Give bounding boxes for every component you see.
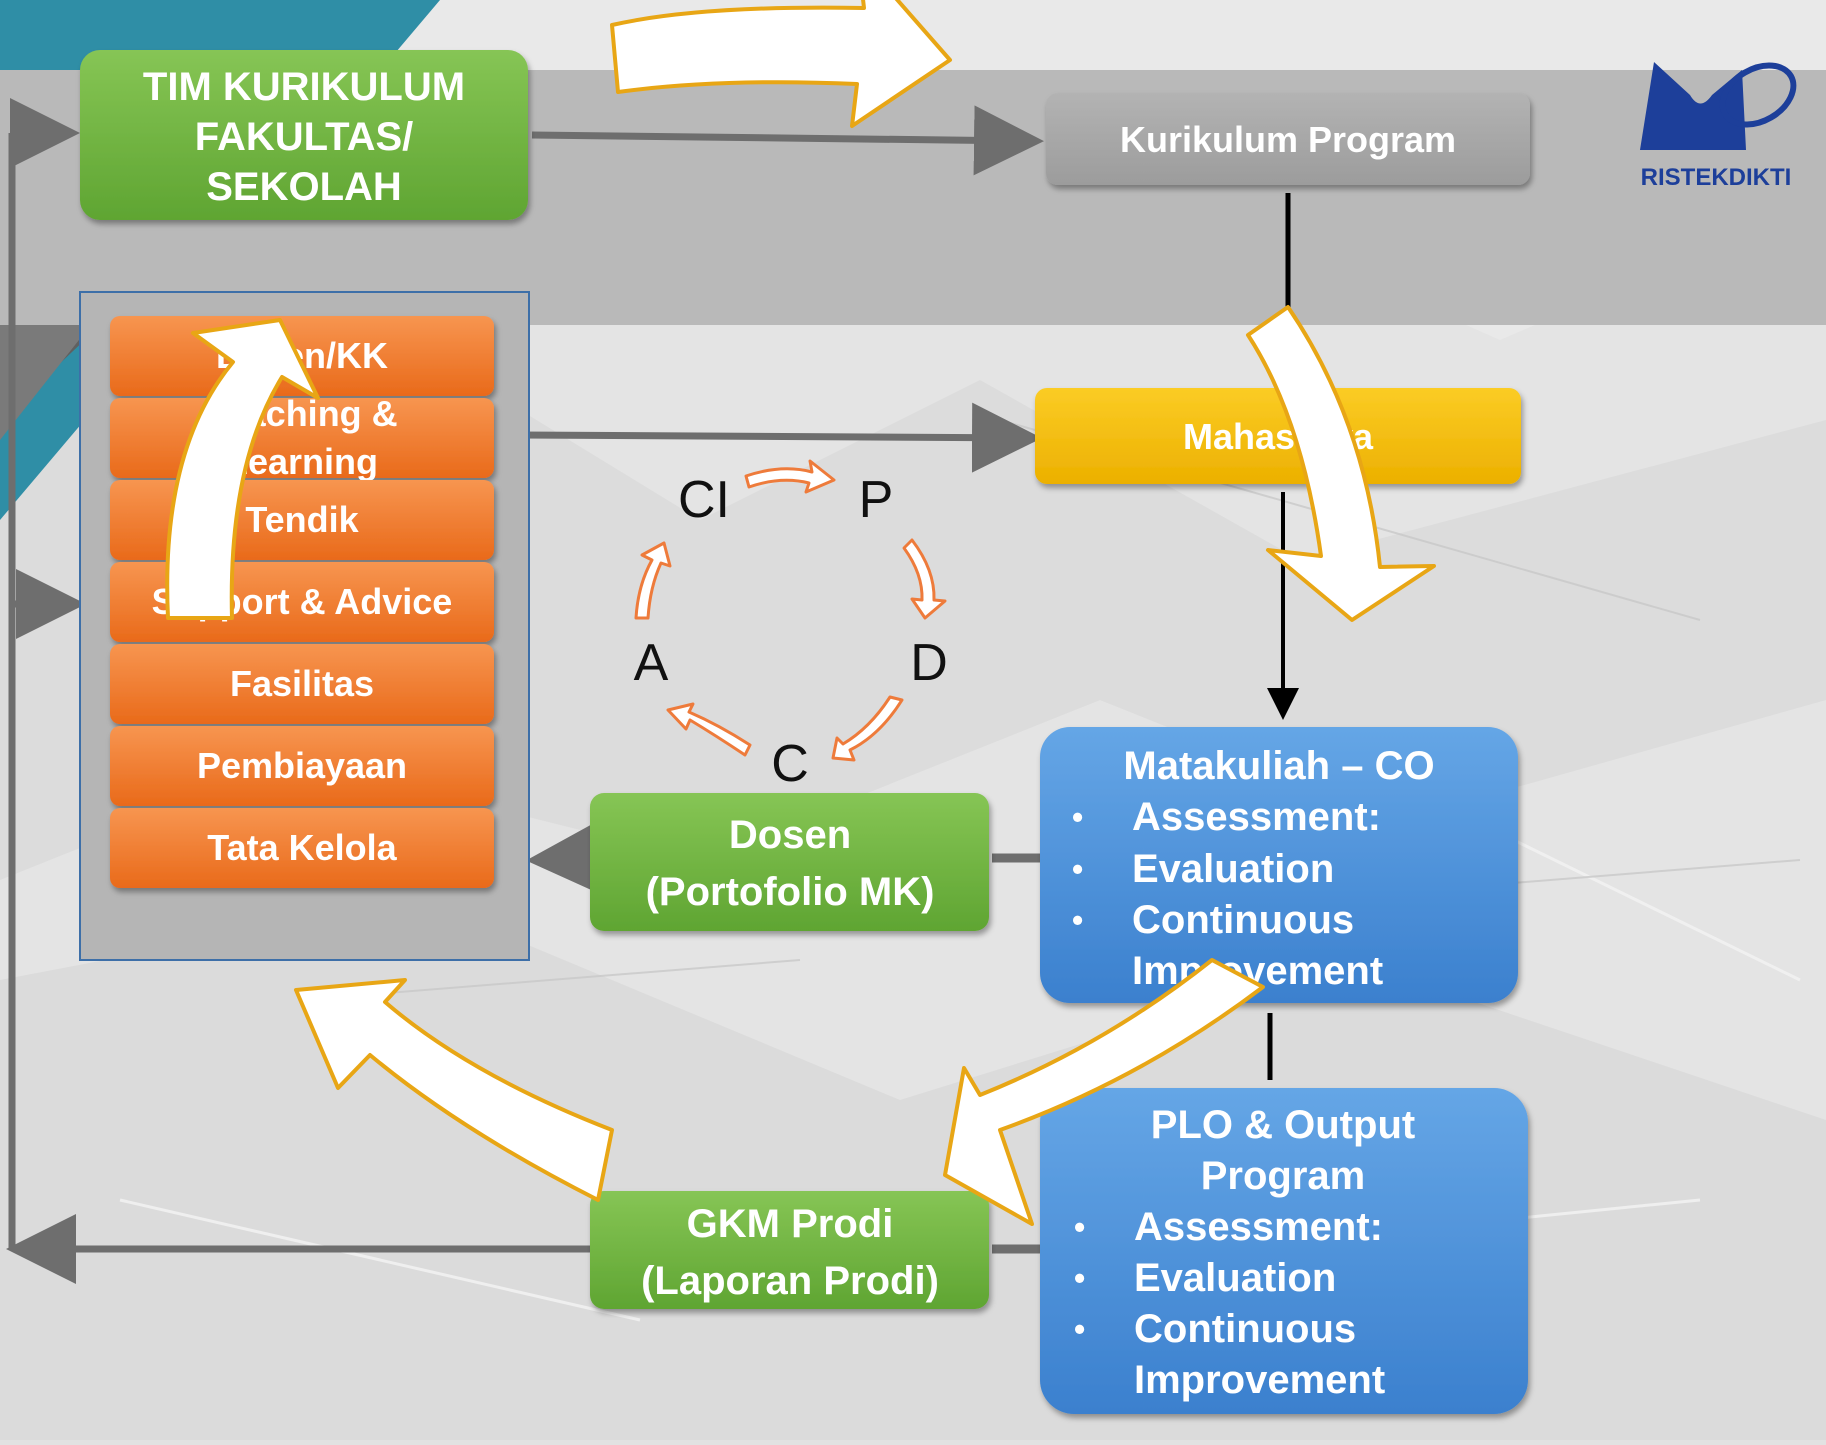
big-arrow-right-down-icon — [1246, 305, 1436, 622]
big-arrow-bottom-up-icon — [294, 978, 614, 1202]
pdca-a-label: A — [634, 634, 669, 692]
gkm-prodi-line-1: GKM Prodi — [687, 1202, 894, 1246]
matakuliah-co-item-3: Continuous — [1132, 898, 1354, 942]
tim-kurikulum-line-2: FAKULTAS/ — [195, 115, 414, 159]
pdca-c-label: C — [771, 735, 809, 793]
dosen-portofolio-line-2: (Portofolio MK) — [646, 870, 935, 914]
resource-item-box — [110, 726, 494, 806]
connectors — [6, 105, 1299, 1284]
tim-kurikulum-line-3: SEKOLAH — [206, 165, 402, 209]
matakuliah-co-title: Matakuliah – CO — [1123, 744, 1434, 788]
logo-emblem-icon — [1640, 62, 1746, 150]
pdca-d-label: D — [910, 634, 948, 692]
plo-output-continuation: Improvement — [1134, 1358, 1385, 1402]
matakuliah-co-bullet-2: • — [1072, 851, 1083, 887]
resource-item-pembiayaan: Pembiayaan — [110, 726, 494, 806]
pdca-arrow-d-c — [831, 695, 904, 762]
pdca-arrow-ci-p — [744, 459, 836, 494]
big-arrow-top-icon — [610, 0, 952, 128]
tim-kurikulum-box — [80, 50, 528, 220]
plo-output-item-1: Assessment: — [1134, 1205, 1383, 1249]
resource-item-label: Tata Kelola — [207, 827, 397, 868]
plo-output-title-1: PLO & Output — [1151, 1103, 1415, 1147]
pdca-arrow-p-d — [902, 538, 947, 620]
plo-output-bullet-2: • — [1074, 1260, 1085, 1296]
resource-item-label: Tendik — [245, 499, 359, 540]
plo-output-bullet-3: • — [1074, 1311, 1085, 1347]
resource-item-tata-kelola: Tata Kelola — [110, 808, 494, 888]
matakuliah-co-bullet-3: • — [1072, 902, 1083, 938]
resource-item-box — [110, 644, 494, 724]
matakuliah-co-box — [1040, 727, 1518, 1003]
gkm-prodi-box — [590, 1191, 989, 1309]
resource-item-label: Fasilitas — [230, 663, 374, 704]
plo-output-bullet-1: • — [1074, 1209, 1085, 1245]
kurikulum-program-box — [1046, 93, 1530, 185]
feedback-line — [8, 98, 86, 1250]
big-arrow-center-down-icon — [943, 958, 1265, 1226]
tim-kurikulum-line-1: TIM KURIKULUM — [143, 65, 465, 109]
matakuliah-co-bullet-1: • — [1072, 799, 1083, 835]
dosen-portofolio-box — [590, 793, 989, 931]
plo-output-item-2: Evaluation — [1134, 1256, 1336, 1300]
big-arrow-left-up-icon — [165, 318, 320, 620]
matakuliah-co-item-1: Assessment: — [1132, 795, 1381, 839]
resource-item-fasilitas: Fasilitas — [110, 644, 494, 724]
matakuliah-co-item-2: Evaluation — [1132, 847, 1334, 891]
plo-output-box — [1040, 1088, 1528, 1414]
logo-text: RISTEKDIKTI — [1641, 164, 1792, 191]
pdca-arrow-a-ci — [634, 541, 672, 620]
pdca-arrow-c-a — [666, 702, 752, 757]
logo-orbit-icon — [1719, 62, 1797, 128]
resource-item-label: Pembiayaan — [197, 745, 407, 786]
plo-output-title-2: Program — [1201, 1154, 1366, 1198]
resource-item-teaching-learning: Teaching &Learning — [110, 393, 494, 482]
pdca-cycle: CI P D C A — [634, 459, 948, 793]
mahasiswa-box — [1035, 388, 1521, 484]
gkm-prodi-line-2: (Laporan Prodi) — [641, 1259, 939, 1303]
pdca-ci-label: CI — [678, 471, 730, 529]
resource-item-box — [110, 808, 494, 888]
kurikulum-program-label: Kurikulum Program — [1120, 119, 1456, 160]
pdca-p-label: P — [859, 471, 894, 529]
dosen-portofolio-line-1: Dosen — [729, 813, 851, 857]
plo-output-item-3: Continuous — [1134, 1307, 1356, 1351]
ristekdikti-logo: RISTEKDIKTI — [1640, 62, 1797, 191]
